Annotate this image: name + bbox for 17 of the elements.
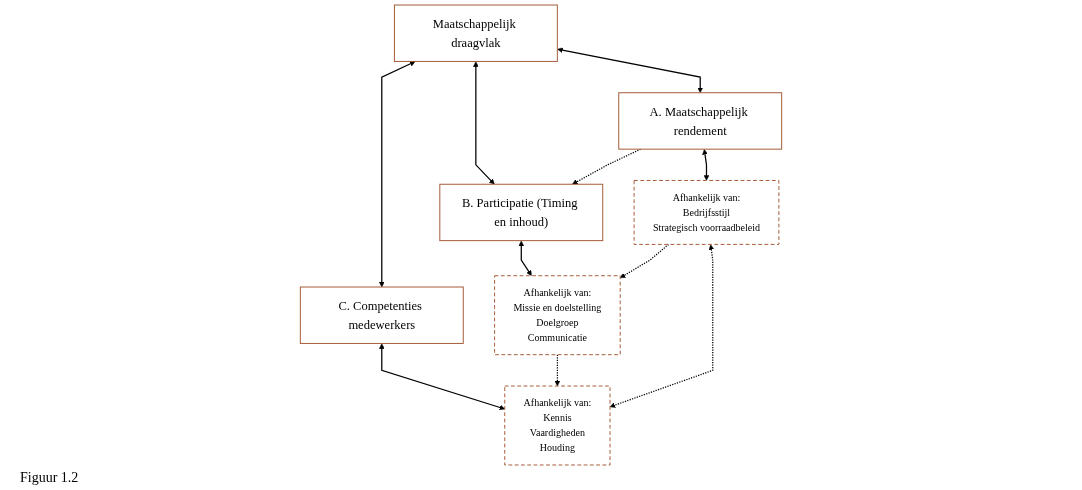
node-box: Afhankelijk van: Missie en doelstelling Doelgroep Communicatie [494, 275, 621, 356]
arrow [609, 244, 715, 408]
node-box: A. Maatschappelijk rendement [618, 92, 783, 150]
arrow [554, 354, 561, 387]
arrow [518, 240, 532, 276]
arrow [379, 343, 505, 411]
node-box: Maatschappelijk draagvlak [393, 4, 558, 62]
node-box: C. Competenties medewerkers [299, 286, 464, 344]
arrow [379, 61, 416, 288]
figure-caption: Figuur 1.2 [20, 470, 79, 486]
arrow [557, 47, 703, 93]
arrow [619, 243, 670, 279]
node-box: Afhankelijk van: Kennis Vaardigheden Houding [504, 385, 611, 466]
arrow [702, 149, 710, 181]
arrow [473, 61, 495, 185]
node-box: B. Participatie (Timing en inhoud) [439, 183, 604, 242]
node-box: Afhankelijk van: Bedrijfsstijl Strategisch voorraadbeleid [633, 180, 780, 245]
